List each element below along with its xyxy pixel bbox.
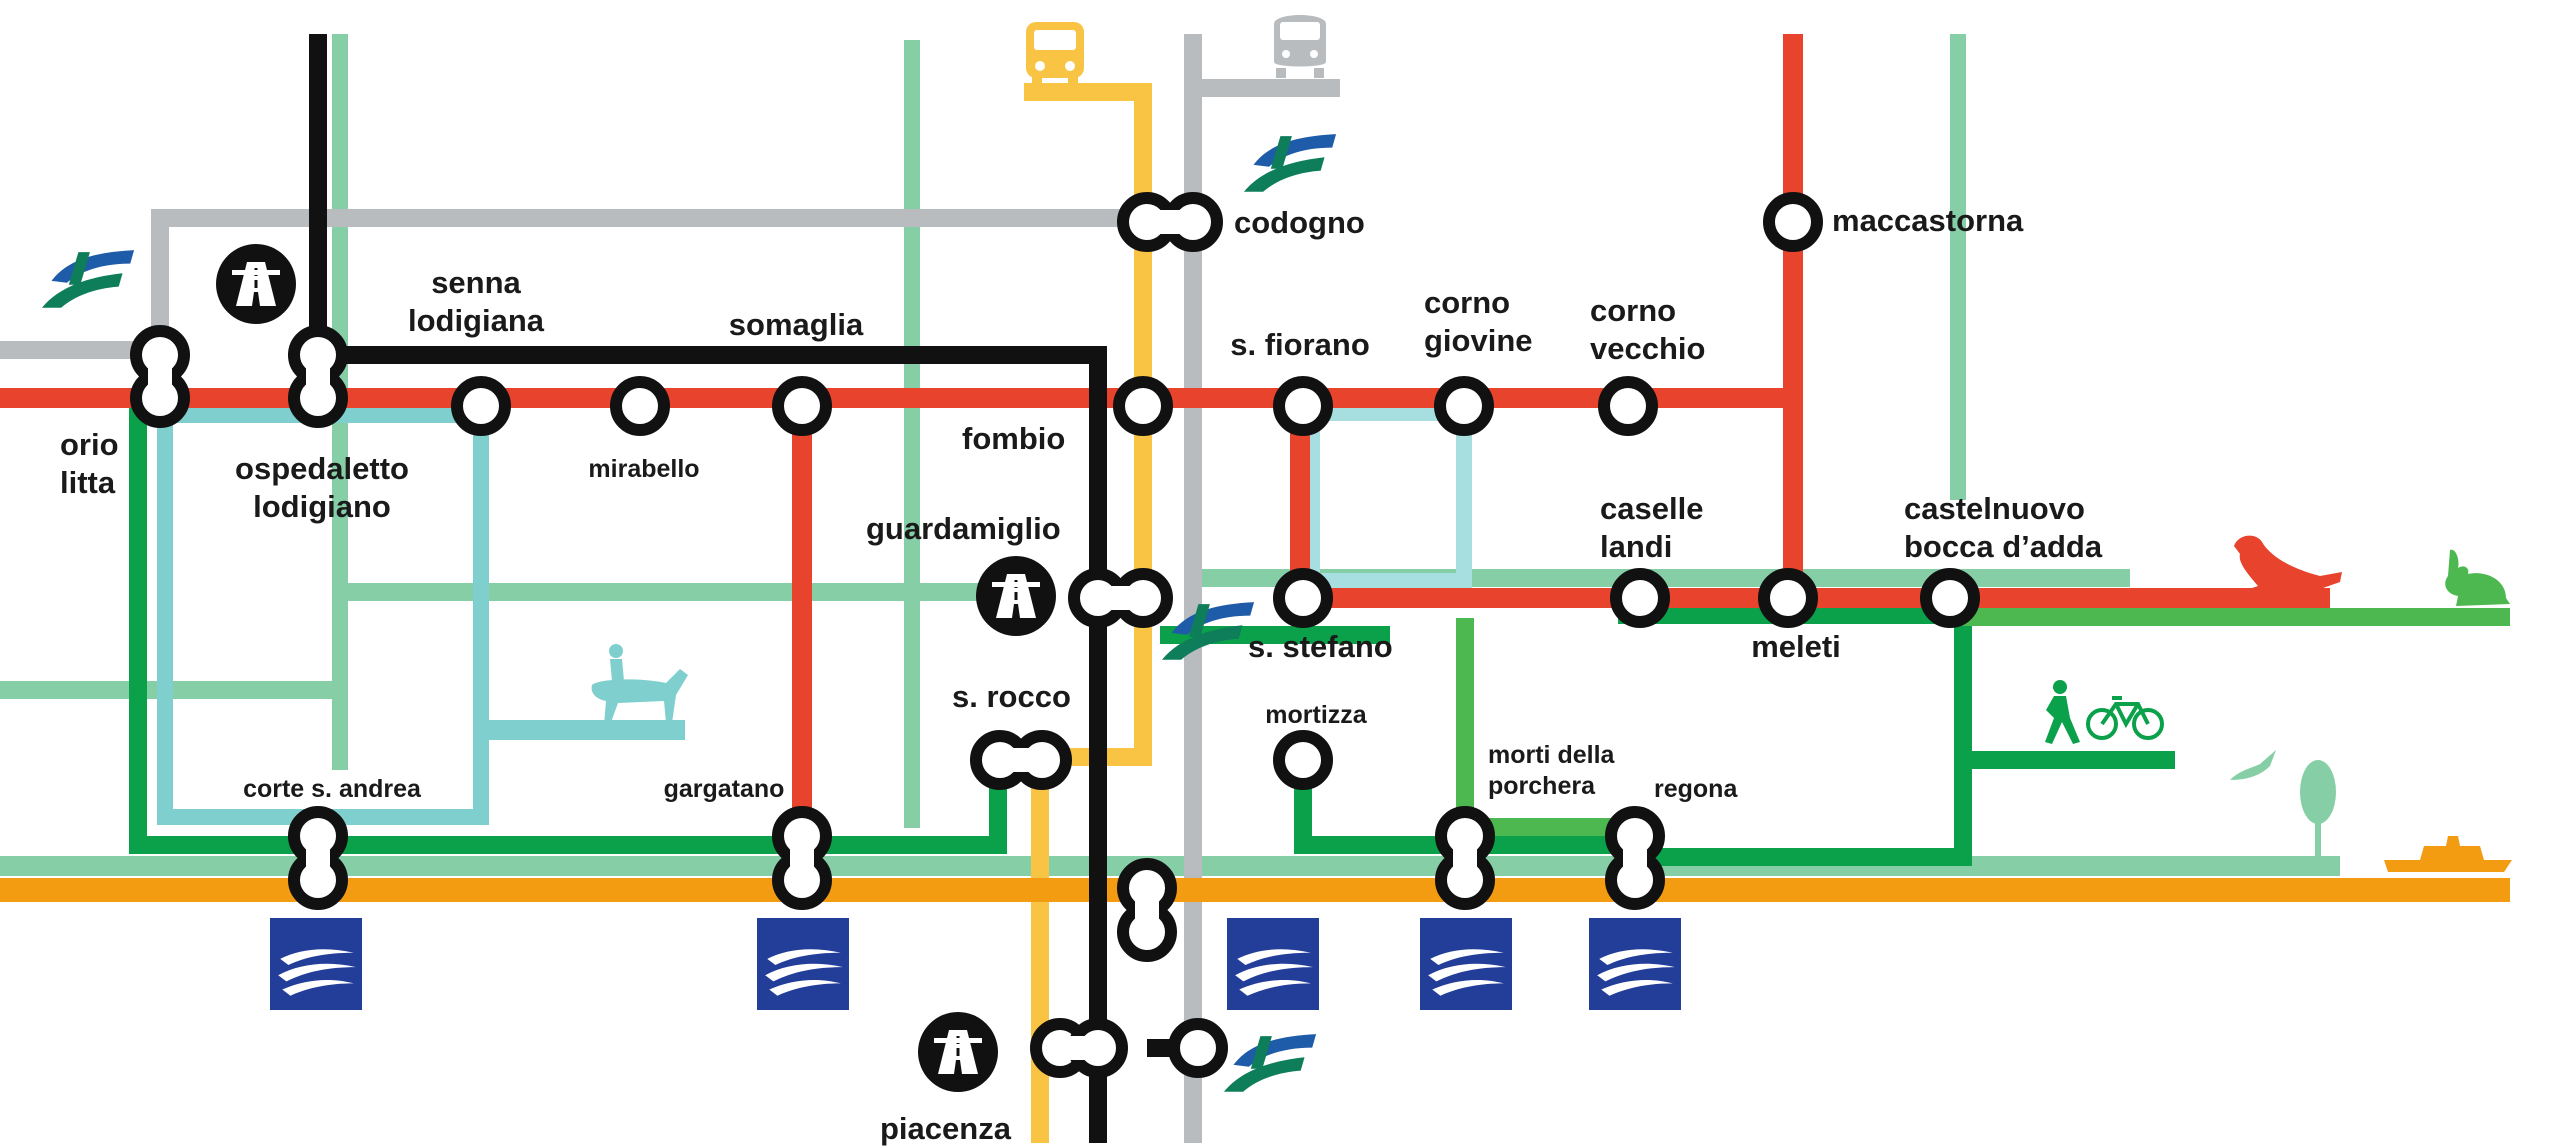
- ship-icon: [2384, 836, 2512, 872]
- train-icon: [1274, 15, 1326, 78]
- station-label-corno-giovine: corno giovine: [1424, 285, 1533, 358]
- station-label-meleti: meleti: [1751, 629, 1841, 664]
- mid-green-lines: [1456, 608, 2510, 836]
- motorway-icon: [216, 244, 296, 324]
- station-connector-fills: [148, 210, 1647, 1060]
- station-label-maccastorna: maccastorna: [1832, 203, 2024, 238]
- station-label-s-stefano: s. stefano: [1248, 629, 1393, 664]
- station-label-caselle-landi: caselle landi: [1600, 491, 1704, 564]
- bird-icon: [2230, 750, 2276, 780]
- station-label-s-fiorano: s. fiorano: [1230, 327, 1370, 362]
- tree-icon: [2300, 760, 2336, 864]
- bicycle-icon: [2086, 696, 2164, 740]
- station-label-guardamiglio: guardamiglio: [866, 511, 1061, 546]
- station-label-corte-s-andrea: corte s. andrea: [243, 775, 421, 803]
- pedestrian-icon: [2045, 680, 2080, 744]
- station-label-corno-vecchio: corno vecchio: [1590, 293, 1706, 366]
- motorway-icon: [918, 1012, 998, 1092]
- station-label-mirabello: mirabello: [588, 455, 700, 483]
- red-line: [0, 34, 2330, 840]
- station-label-codogno: codogno: [1234, 205, 1365, 240]
- station-label-s-rocco: s. rocco: [952, 679, 1071, 714]
- bus-icon: [1026, 22, 1084, 86]
- boat-landing-icon: [757, 918, 849, 1010]
- station-label-somaglia: somaglia: [728, 307, 864, 342]
- rabbit-icon: [2445, 549, 2510, 606]
- station-label-regona: regona: [1654, 775, 1738, 803]
- motorway-icon: [976, 556, 1056, 636]
- boat-landing-icon: [1227, 918, 1319, 1010]
- station-label-senna-lodigiana: senna lodigiana: [407, 265, 545, 338]
- otter-icon: [2234, 535, 2342, 596]
- fs-railway-logo-icon: [1243, 134, 1337, 192]
- boat-landing-icon: [270, 918, 362, 1010]
- station-label-piacenza: piacenza: [880, 1111, 1011, 1146]
- green-lines: [129, 389, 2175, 866]
- fs-railway-logo-icon: [1223, 1034, 1317, 1092]
- station-label-mortizza: mortizza: [1265, 701, 1367, 729]
- boat-landing-icon: [1589, 918, 1681, 1010]
- station-label-castelnuovo-bocca-dadda: castelnuovo bocca d’adda: [1904, 491, 2103, 564]
- boat-landing-icon: [1420, 918, 1512, 1010]
- fs-railway-logo-icon: [41, 250, 135, 308]
- station-label-gargatano: gargatano: [663, 775, 785, 803]
- station-label-ospedaletto-lodigiano: ospedaletto lodigiano: [235, 451, 409, 524]
- horse-rider-icon: [591, 644, 688, 725]
- station-label-orio-litta: orio litta: [60, 427, 119, 500]
- station-label-morti-della-porchera: morti della porchera: [1488, 741, 1615, 800]
- station-label-fombio: fombio: [962, 421, 1066, 456]
